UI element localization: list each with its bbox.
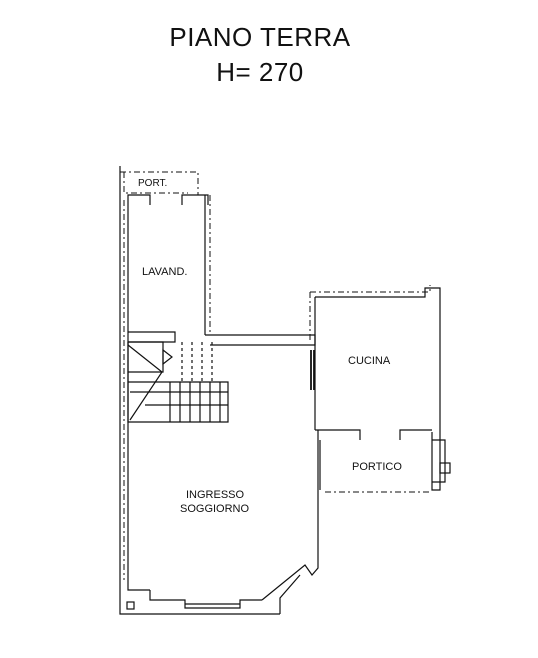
stair-outline [127,342,229,423]
title-block: PIANO TERRA H= 270 [0,20,520,90]
left-wall-inner [127,205,150,591]
cucina-bottom [315,429,432,440]
stair-dashed [181,342,213,382]
portico-pillar [439,462,451,474]
stair-arrow [162,348,173,366]
corner-marker [126,601,135,610]
bay-wall-outer [279,574,301,614]
portico-right [432,439,446,483]
label-portico: PORTICO [352,461,402,473]
cucina-walls [315,287,441,491]
left-wall [119,166,280,615]
bottom-wall [149,590,262,609]
floor-title: PIANO TERRA [169,22,351,52]
bay-wall [261,430,319,601]
lavand-top-right [181,194,209,205]
label-lavand: LAVAND. [142,266,187,278]
stair-upper [128,341,164,373]
lavand-top [127,194,151,205]
label-ingresso: INGRESSO [186,489,245,501]
label-port: PORT. [138,178,167,189]
port-outline [120,171,199,195]
label-cucina: CUCINA [348,355,391,367]
door-cucina [310,350,315,390]
stair-diag [127,344,163,421]
label-soggiorno: SOGGIORNO [180,503,250,515]
stair-steps [130,382,228,422]
floor-height: H= 270 [216,57,304,87]
lavand-bottom [128,331,176,343]
corridor-bottom [205,334,316,346]
cucina-dashed-top [310,285,431,293]
